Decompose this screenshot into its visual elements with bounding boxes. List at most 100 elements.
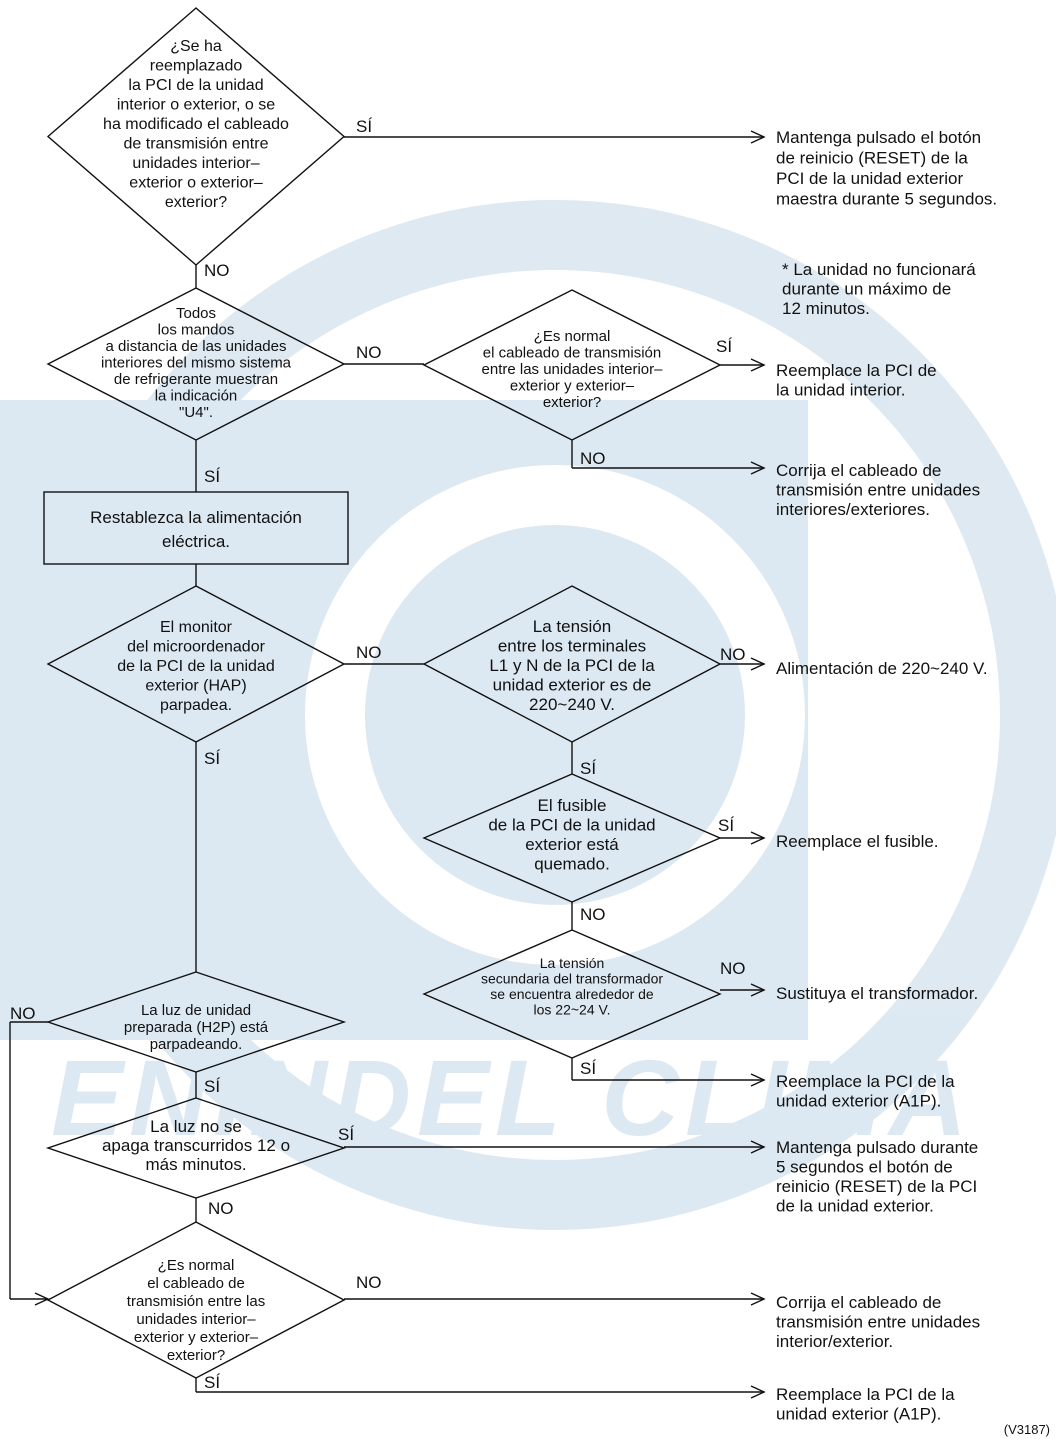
- decision-text-d2-line: a distancia de las unidades: [106, 338, 287, 355]
- decision-text-d3-line: exterior?: [543, 394, 601, 411]
- decision-text-d10-line: exterior?: [167, 1347, 225, 1364]
- decision-text-d1-line: unidades interior–: [132, 155, 259, 172]
- decision-text-d2-line: interiores del mismo sistema: [101, 355, 292, 372]
- decision-text-d7-line: La tensión: [540, 955, 605, 971]
- decision-text-d1-line: ¿Se ha: [170, 38, 222, 55]
- decision-text-d6-line: El fusible: [538, 796, 607, 815]
- action-text-a9-line: transmisión entre unidades: [776, 1313, 980, 1332]
- label-no-d10: NO: [356, 1273, 382, 1292]
- label-no-d3: NO: [580, 449, 606, 468]
- action-text-a8-line: reinicio (RESET) de la PCI: [776, 1177, 977, 1196]
- arrowhead: [750, 1385, 766, 1399]
- label-yes-d2: SÍ: [204, 467, 220, 486]
- arrowhead: [750, 1073, 766, 1087]
- decision-text-d2-line: los mandos: [158, 322, 235, 339]
- decision-text-d4-line: de la PCI de la unidad: [117, 658, 274, 675]
- decision-text-d5-line: L1 y N de la PCI de la: [489, 656, 655, 675]
- action-text-a3-line: transmisión entre unidades: [776, 481, 980, 500]
- action-text-a10-line: unidad exterior (A1P).: [776, 1405, 941, 1424]
- action-text-a2-line: Reemplace la PCI de: [776, 361, 937, 380]
- action-text-a1-line: PCI de la unidad exterior: [776, 169, 963, 188]
- arrowhead: [750, 1140, 766, 1154]
- decision-text-d6-line: de la PCI de la unidad: [488, 816, 655, 835]
- label-no-d6: NO: [580, 905, 606, 924]
- action-text-a3-line: interiores/exteriores.: [776, 500, 930, 519]
- decision-text-d4-line: del microordenador: [127, 639, 266, 656]
- action-text-a5: Reemplace el fusible.: [776, 832, 939, 851]
- action-text-a8-line: Mantenga pulsado durante: [776, 1138, 978, 1157]
- decision-text-d1-line: exterior o exterior–: [129, 175, 262, 192]
- decision-text-d5-line: 220~240 V.: [529, 695, 615, 714]
- action-text-a1: Mantenga pulsado el botón de reinicio (RE…: [776, 128, 997, 209]
- label-yes-d5: SÍ: [580, 759, 596, 778]
- action-text-a1-line: de reinicio (RESET) de la: [776, 149, 968, 168]
- watermark-logo: ENINDEL CLIMA: [0, 200, 1056, 1230]
- decision-text-d4: El monitor del microordenador de la PCI de…: [117, 619, 274, 714]
- label-yes-d1: SÍ: [356, 117, 372, 136]
- decision-text-d1-line: interior o exterior, o se: [117, 97, 275, 114]
- watermark-ring: [40, 200, 1056, 1230]
- action-text-a1-line: Mantenga pulsado el botón: [776, 128, 981, 147]
- action-text-a8-line: de la unidad exterior.: [776, 1197, 934, 1216]
- decision-text-d10-line: ¿Es normal: [158, 1257, 235, 1274]
- label-no-d8: NO: [10, 1004, 36, 1023]
- decision-text-d3-line: exterior y exterior–: [510, 378, 635, 395]
- decision-text-d2-line: "U4".: [179, 404, 213, 421]
- decision-text-d5-line: entre los terminales: [498, 637, 646, 656]
- arrowhead: [750, 461, 766, 475]
- decision-text-d3-line: el cableado de transmisión: [483, 345, 661, 362]
- process-box-text-line: eléctrica.: [162, 532, 230, 551]
- label-yes-d3: SÍ: [716, 337, 732, 356]
- label-yes-d4: SÍ: [204, 749, 220, 768]
- watermark-text: ENINDEL CLIMA: [51, 1037, 973, 1158]
- decision-text-d1-line: de transmisión entre: [124, 136, 269, 153]
- label-yes-d7: SÍ: [580, 1059, 596, 1078]
- decision-text-d1-line: reemplazado: [150, 58, 243, 75]
- decision-text-d1-line: ha modificado el cableado: [103, 116, 289, 133]
- decision-text-d9-line: apaga transcurridos 12 o: [102, 1136, 290, 1155]
- action-text-a2-line: la unidad interior.: [776, 381, 905, 400]
- action-text-a3-line: Corrija el cableado de: [776, 461, 941, 480]
- decision-text-d3-line: ¿Es normal: [534, 328, 611, 345]
- label-no-d9: NO: [208, 1199, 234, 1218]
- decision-text-d4-line: El monitor: [160, 619, 233, 636]
- arrowhead: [750, 358, 766, 372]
- action-text-a7-line: unidad exterior (A1P).: [776, 1092, 941, 1111]
- action-text-a6-line: Sustituya el transformador.: [776, 984, 978, 1003]
- arrowhead: [750, 657, 766, 671]
- arrowhead: [750, 983, 766, 997]
- decision-text-d2-line: la indicación: [155, 388, 238, 405]
- decision-text-d10-line: transmisión entre las: [127, 1293, 265, 1310]
- arrowhead: [34, 1292, 50, 1306]
- label-yes-d6: SÍ: [718, 816, 734, 835]
- label-yes-d8: SÍ: [204, 1077, 220, 1096]
- label-no-d4: NO: [356, 643, 382, 662]
- decision-text-d9-line: La luz no se: [150, 1117, 242, 1136]
- action-text-a9-line: interior/exterior.: [776, 1332, 893, 1351]
- decision-text-d4-line: parpadea.: [160, 697, 232, 714]
- arrowhead: [750, 831, 766, 845]
- decision-text-d3-line: entre las unidades interior–: [482, 361, 664, 378]
- decision-text-d7-line: secundaria del transformador: [481, 971, 663, 987]
- decision-text-d8-line: La luz de unidad: [141, 1002, 251, 1019]
- decision-text-d5-line: unidad exterior es de: [493, 676, 652, 695]
- process-box-text-line: Restablezca la alimentación: [90, 508, 302, 527]
- decision-text-d8-line: parpadeando.: [150, 1036, 243, 1053]
- process-box: [43, 491, 349, 565]
